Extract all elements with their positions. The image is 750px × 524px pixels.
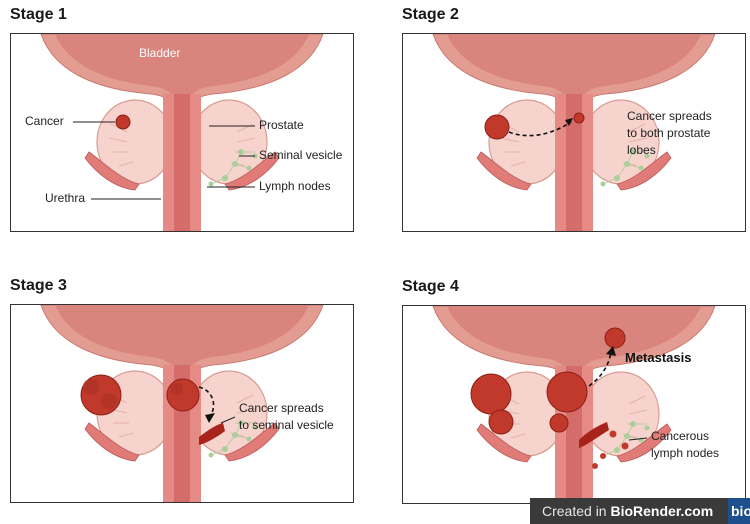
stage-2-label-line2: to both prostate (627, 126, 711, 140)
cancer-tumor (116, 115, 130, 129)
cancer-tumor-left (81, 375, 121, 415)
banner-created-in: Created in (542, 503, 607, 519)
label-lymph-nodes: Lymph nodes (259, 179, 331, 193)
stage-3-label-line2: to seminal vesicle (239, 418, 334, 432)
stage-3-title: Stage 3 (10, 277, 67, 295)
stage-1-title: Stage 1 (10, 6, 67, 24)
stage-3-panel: Cancer spreads to seminal vesicle (10, 304, 354, 503)
stage-4-label-line1: Cancerous (651, 429, 709, 443)
label-cancer: Cancer (25, 114, 64, 128)
label-prostate: Prostate (259, 118, 304, 132)
stage-2-panel: Cancer spreads to both prostate lobes (402, 33, 746, 232)
stage-4-title: Stage 4 (402, 278, 459, 296)
stage-1-panel: Bladder Cancer Prostate Seminal vesicle … (10, 33, 354, 232)
stage-2-title: Stage 2 (402, 6, 459, 24)
stage-3-diagram: Cancer spreads to seminal vesicle (11, 305, 353, 502)
cancer-tumor-left (471, 374, 513, 434)
label-metastasis: Metastasis (625, 350, 691, 365)
biorender-logo-icon: bio (728, 498, 750, 524)
stage-2-label-line3: lobes (627, 143, 656, 157)
cancer-tumor-right (167, 379, 199, 411)
cancer-tumor-left (485, 115, 509, 139)
stage-1-diagram: Bladder Cancer Prostate Seminal vesicle … (11, 34, 353, 231)
label-seminal-vesicle: Seminal vesicle (259, 148, 343, 162)
stage-2-diagram: Cancer spreads to both prostate lobes (403, 34, 745, 231)
stage-4-panel: Metastasis Cancerous lymph nodes (402, 305, 746, 504)
banner-brand: BioRender.com (610, 503, 713, 519)
stage-4-diagram: Metastasis Cancerous lymph nodes (403, 306, 745, 503)
label-urethra: Urethra (45, 191, 85, 205)
metastasis-tumor (605, 328, 625, 348)
biorender-banner[interactable]: Created in BioRender.com bio (530, 498, 750, 524)
stage-2-label-line1: Cancer spreads (627, 109, 712, 123)
stage-3-label-line1: Cancer spreads (239, 401, 324, 415)
cancer-tumor-right (574, 113, 584, 123)
label-bladder: Bladder (139, 46, 180, 60)
stage-4-label-line2: lymph nodes (651, 446, 719, 460)
